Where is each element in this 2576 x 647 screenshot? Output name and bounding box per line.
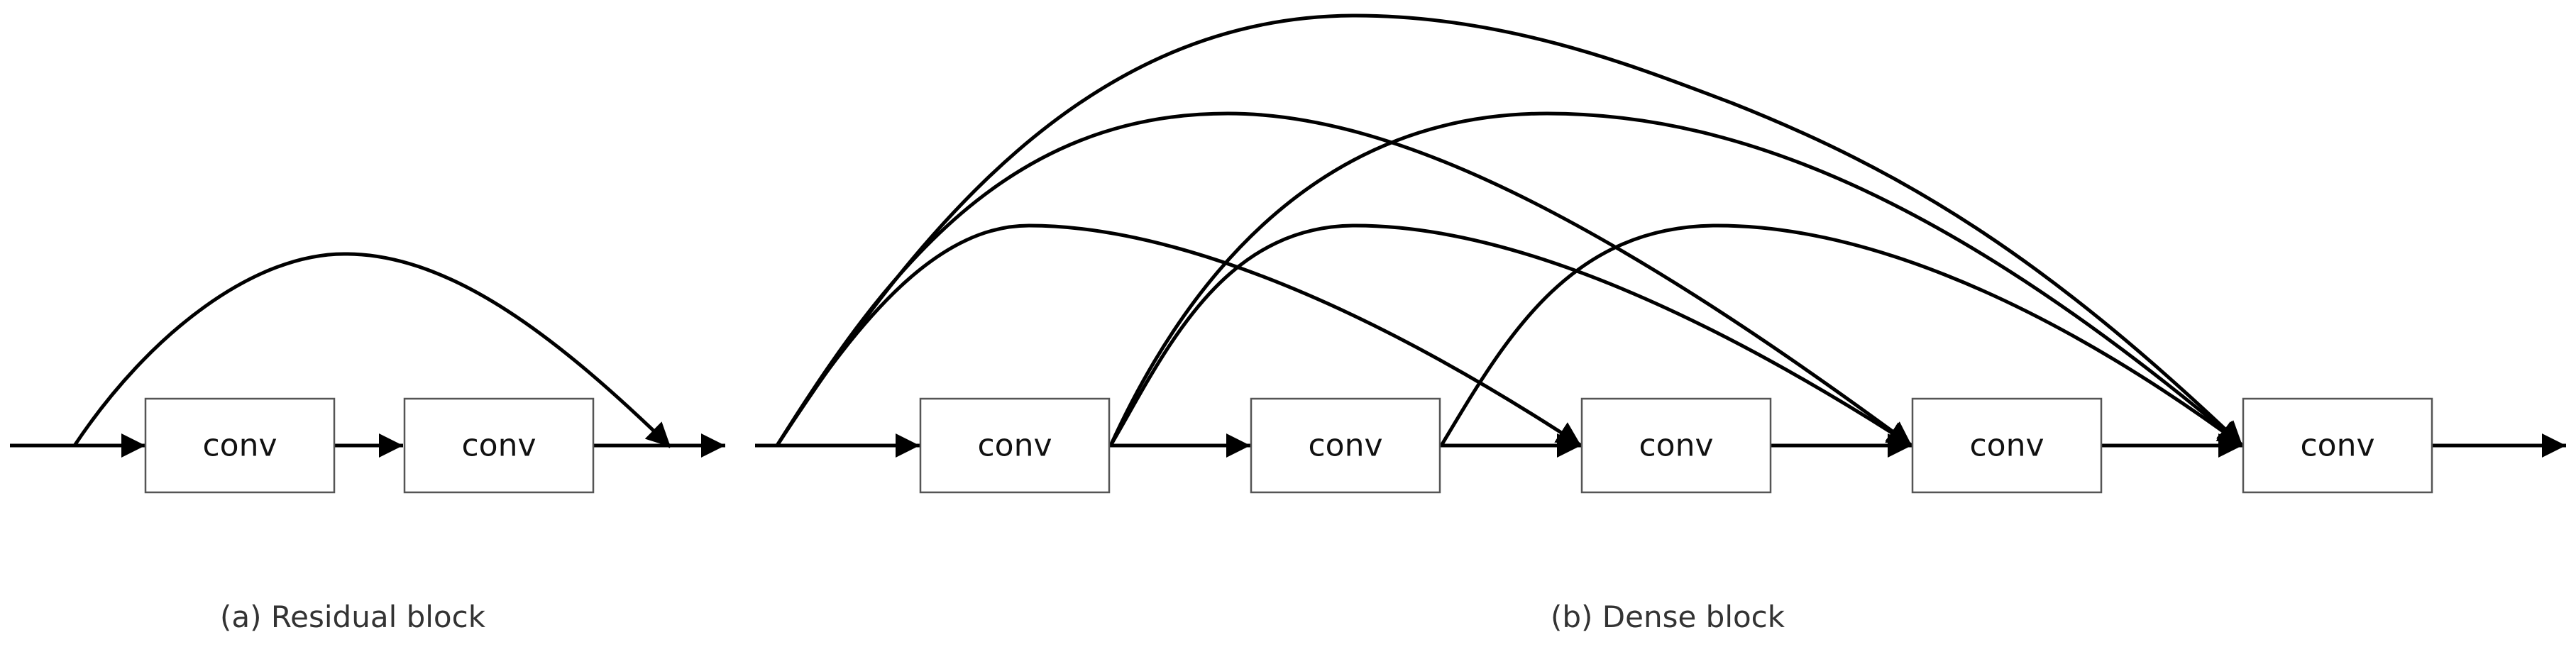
dense-conv-label-1: conv <box>977 428 1052 464</box>
dense-conv-box-5: conv <box>2242 397 2433 494</box>
residual-block: conv conv (a) Residual block <box>10 252 725 634</box>
dense-skip-conv1-to-conv5 <box>1108 111 2244 447</box>
residual-skip-connection <box>72 252 672 448</box>
residual-conv-label-1: conv <box>202 428 277 464</box>
dense-skip-conv2-to-conv5 <box>1439 223 2244 448</box>
dense-conv-box-2: conv <box>1250 397 1441 494</box>
dense-conv-label-4: conv <box>1969 428 2044 464</box>
dense-conv-box-3: conv <box>1580 397 1772 494</box>
dense-conv-label-2: conv <box>1308 428 1382 464</box>
dense-skip-input-to-conv5 <box>775 13 2244 447</box>
dense-skip-conv1-to-conv4 <box>1108 223 1913 448</box>
residual-caption: (a) Residual block <box>220 599 486 634</box>
residual-conv-box-1: conv <box>144 397 336 494</box>
residual-conv-label-2: conv <box>461 428 536 464</box>
residual-conv-box-2: conv <box>403 397 595 494</box>
dense-conv-box-1: conv <box>919 397 1111 494</box>
dense-block: conv conv conv conv conv (b) Dense block <box>755 13 2566 634</box>
dense-conv-label-3: conv <box>1639 428 1713 464</box>
dense-conv-label-5: conv <box>2300 428 2374 464</box>
dense-skip-input-to-conv3 <box>775 223 1583 448</box>
dense-conv-box-4: conv <box>1911 397 2103 494</box>
dense-caption: (b) Dense block <box>1551 599 1785 634</box>
